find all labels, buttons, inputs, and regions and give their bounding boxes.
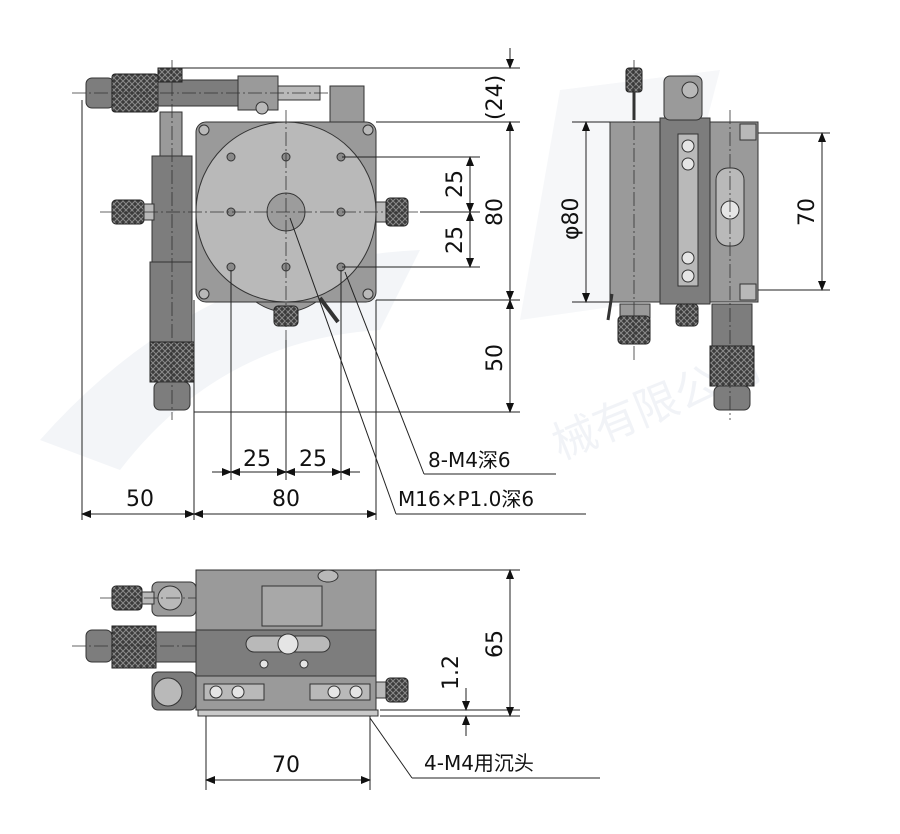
dim-25-vertical-2: 25 [443, 226, 468, 254]
side-view [606, 60, 759, 420]
dim-25-horizontal-2: 25 [299, 447, 327, 472]
m4-holes [226, 152, 346, 272]
dim-70-horizontal: 70 [272, 753, 300, 778]
dim-1-2: 1.2 [439, 655, 464, 690]
dim-80-horizontal: 80 [272, 487, 300, 512]
dim-25-horizontal-1: 25 [243, 447, 271, 472]
micrometer-top [85, 67, 321, 115]
dim-25-vertical-1: 25 [443, 170, 468, 198]
top-view-dimensions: (24) 25 25 80 50 25 25 50 80 8-M4深6 [81, 48, 586, 520]
dim-70-vertical: 70 [795, 198, 820, 226]
side-view-dimensions: φ80 70 [559, 121, 830, 303]
dim-50-horizontal: 50 [126, 487, 154, 512]
note-center-thread: M16×P1.0深6 [398, 487, 534, 511]
front-view [72, 569, 409, 717]
dim-24: (24) [483, 75, 508, 120]
note-m4-holes: 8-M4深6 [428, 448, 511, 472]
dim-80-vertical: 80 [483, 198, 508, 226]
dim-50-vertical: 50 [483, 344, 508, 372]
note-mount-countersink: 4-M4用沉头 [424, 751, 534, 775]
front-view-dimensions: 65 1.2 70 4-M4用沉头 [205, 569, 600, 790]
dim-65: 65 [483, 630, 508, 658]
top-view [72, 60, 418, 420]
dim-diameter-80: φ80 [559, 197, 584, 240]
